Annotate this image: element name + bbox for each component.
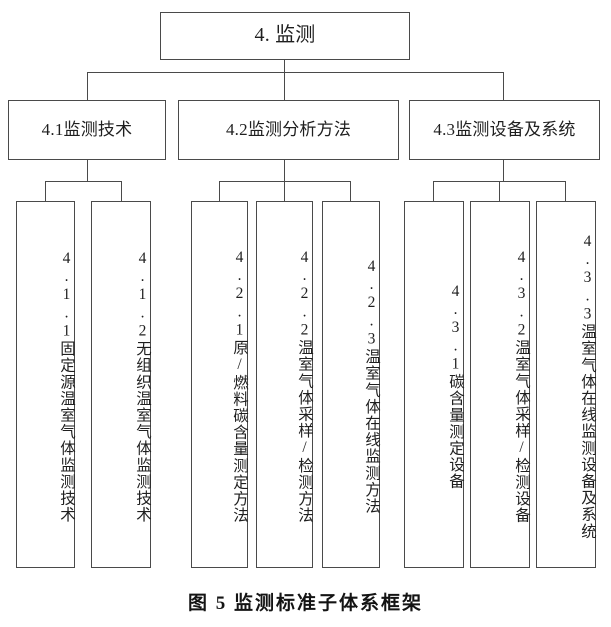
connector-drop-4-2 bbox=[284, 72, 286, 101]
connector-drop-4-1-1 bbox=[45, 181, 47, 201]
connector-drop-4-3-3 bbox=[565, 181, 567, 201]
node-4-monitoring: 4. 监测 bbox=[160, 12, 410, 60]
figure-caption: 图 5 监测标准子体系框架 bbox=[187, 593, 423, 614]
node-4-3-1-carbon-content-equipment: 4.3.1碳含量测定设备 bbox=[404, 201, 464, 568]
connector-drop-4-2-2 bbox=[284, 181, 286, 201]
connector-drop-4-2-1 bbox=[219, 181, 221, 201]
node-4-2-analysis-methods: 4.2监测分析方法 bbox=[178, 100, 399, 160]
node-4-1-2-fugitive-source: 4.1.2无组织温室气体监测技术 bbox=[91, 201, 151, 568]
connector-level2-bus bbox=[87, 72, 504, 74]
node-4-2-3-ghg-online-method: 4.2.3温室气体在线监测方法 bbox=[322, 201, 380, 568]
node-4-3-2-ghg-sampling-equipment: 4.3.2温室气体采样/检测设备 bbox=[470, 201, 530, 568]
node-4-3-equipment-and-systems: 4.3监测设备及系统 bbox=[409, 100, 600, 160]
connector-4-1-bus bbox=[45, 181, 122, 183]
node-4-3-3-ghg-online-equipment: 4.3.3温室气体在线监测设备及系统 bbox=[536, 201, 596, 568]
connector-4-3-stem bbox=[503, 160, 505, 182]
connector-drop-4-1-2 bbox=[121, 181, 123, 201]
node-4-1-1-stationary-source: 4.1.1固定源温室气体监测技术 bbox=[16, 201, 75, 568]
connector-drop-4-3-2 bbox=[499, 181, 501, 201]
connector-root-stem bbox=[284, 60, 286, 73]
connector-drop-4-1 bbox=[87, 72, 89, 101]
connector-drop-4-3-1 bbox=[433, 181, 435, 201]
connector-drop-4-3 bbox=[503, 72, 505, 101]
node-4-2-2-ghg-sampling-method: 4.2.2温室气体采样/检测方法 bbox=[256, 201, 313, 568]
connector-4-1-stem bbox=[87, 160, 89, 182]
connector-drop-4-2-3 bbox=[350, 181, 352, 201]
node-4-2-1-fuel-carbon-content: 4.2.1原/燃料碳含量测定方法 bbox=[191, 201, 248, 568]
connector-4-2-stem bbox=[284, 160, 286, 182]
node-4-1-monitoring-technology: 4.1监测技术 bbox=[8, 100, 166, 160]
